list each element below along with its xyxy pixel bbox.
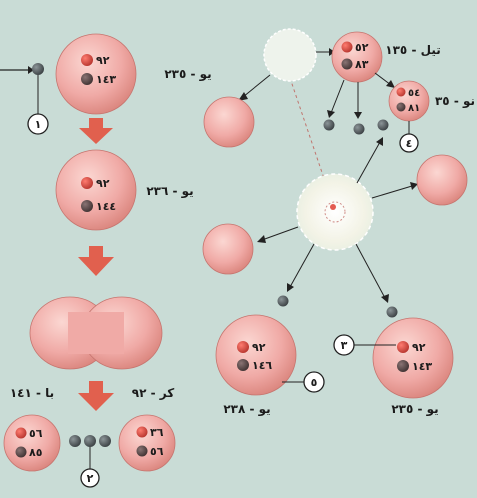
- pale-nucleus: [204, 97, 254, 147]
- arrowhead: [386, 80, 395, 88]
- neutron-dot: [397, 360, 409, 372]
- u235b-label: يو - ٢٣٥: [391, 402, 438, 417]
- arrow-line: [356, 244, 385, 298]
- released-neutron: [324, 120, 335, 131]
- released-neutron: [278, 296, 289, 307]
- neutron-count: ١٤٤: [96, 200, 116, 213]
- released-neutron: [387, 307, 398, 318]
- arrowhead: [287, 283, 294, 292]
- released-neutron: [84, 435, 96, 447]
- arrowhead: [381, 294, 389, 303]
- proton-dot: [137, 427, 148, 438]
- down-arrow-3: [78, 381, 114, 411]
- neutron-count: ٨٥: [29, 446, 43, 459]
- neutron-count: ١٤٣: [96, 73, 116, 86]
- down-arrow-1: [79, 118, 113, 144]
- arrowhead: [410, 182, 418, 190]
- proton-count: ٩٢: [96, 54, 110, 67]
- marker-1: ١: [28, 114, 48, 134]
- released-neutron: [354, 124, 365, 135]
- neutron-count: ٥٦: [150, 445, 164, 458]
- xenon-label: تيل - ١٣٥: [385, 43, 440, 57]
- proton-dot: [237, 341, 249, 353]
- proton-dot: [81, 54, 93, 66]
- u235-nucleus: ٩٢ ١٤٣: [56, 34, 136, 114]
- fission-flash: [297, 174, 373, 250]
- arrow-line: [262, 227, 298, 240]
- barium-nucleus: ٥٦ ٨٥: [4, 415, 60, 471]
- splitting-nucleus: [30, 297, 162, 369]
- arrow-line: [243, 75, 270, 97]
- arrowhead: [376, 137, 383, 146]
- u238-label: يو - ٢٣٨: [223, 402, 270, 417]
- svg-text:٣: ٣: [341, 339, 348, 352]
- marker-2: ٢: [81, 469, 99, 487]
- svg-text:١: ١: [35, 118, 42, 131]
- arrow-line: [372, 186, 412, 198]
- arrow-line: [357, 142, 380, 183]
- proton-dot: [397, 88, 406, 97]
- arrowhead: [257, 235, 266, 243]
- xenon-nucleus: ٥٢ ٨٣: [332, 32, 382, 82]
- released-neutron: [99, 435, 111, 447]
- marker-4: ٤: [400, 134, 418, 152]
- strontium-nucleus: ٥٤ ٨١: [389, 81, 429, 121]
- u238-nucleus: ٩٢ ١٤٦: [216, 315, 296, 395]
- neutron-dot: [16, 447, 27, 458]
- arrow-line: [331, 80, 344, 113]
- neutron-dot: [397, 103, 406, 112]
- proton-dot: [397, 341, 409, 353]
- krypton-label: كر - ٩٢: [132, 386, 174, 400]
- arrowhead: [354, 112, 362, 119]
- proton-dot: [16, 428, 27, 439]
- proton-count: ٥٢: [355, 41, 369, 54]
- neutron-count: ٨٣: [355, 58, 369, 71]
- marker-5: ٥: [304, 372, 324, 392]
- proton-count: ٥٦: [29, 427, 43, 440]
- svg-text:٥: ٥: [311, 376, 318, 389]
- neutron-dot: [81, 200, 93, 212]
- svg-text:٤: ٤: [406, 137, 413, 150]
- released-neutron: [378, 120, 389, 131]
- pale-nucleus: [203, 224, 253, 274]
- arrowhead: [327, 110, 335, 118]
- neutron-count: ٨١: [408, 103, 420, 114]
- proton-count: ٩٢: [96, 177, 110, 190]
- u235b-nucleus: ٩٢ ١٤٣: [373, 318, 453, 398]
- neutron-dot: [342, 59, 353, 70]
- neutron-dot: [137, 446, 148, 457]
- faded-nucleus: [264, 29, 316, 81]
- released-neutron: [69, 435, 81, 447]
- neutron-count: ١٤٣: [412, 360, 432, 373]
- svg-text:٢: ٢: [87, 472, 94, 485]
- down-arrow-2: [78, 246, 114, 276]
- proton-dot: [81, 177, 93, 189]
- neutron-dot: [81, 73, 93, 85]
- arrow-line: [290, 244, 314, 287]
- proton-count: ٣٦: [150, 426, 164, 439]
- barium-label: با - ١٤١: [10, 386, 54, 400]
- u236-label: يو - ٢٣٦: [146, 184, 193, 199]
- proton-count: ٥٤: [408, 88, 420, 99]
- pale-nucleus: [417, 155, 467, 205]
- krypton-nucleus: ٣٦ ٥٦: [119, 415, 175, 471]
- u235-label: يو - ٢٣٥: [164, 67, 211, 82]
- strontium-label: نو - ٣٥: [435, 94, 475, 109]
- marker-3: ٣: [334, 335, 354, 355]
- u236-nucleus: ٩٢ ١٤٤: [56, 150, 136, 230]
- neutron-count: ١٤٦: [252, 359, 272, 372]
- proton-count: ٩٢: [412, 341, 426, 354]
- proton-dot: [342, 42, 353, 53]
- incoming-neutron: [32, 63, 44, 75]
- neutron-dot: [237, 359, 249, 371]
- proton-count: ٩٢: [252, 341, 266, 354]
